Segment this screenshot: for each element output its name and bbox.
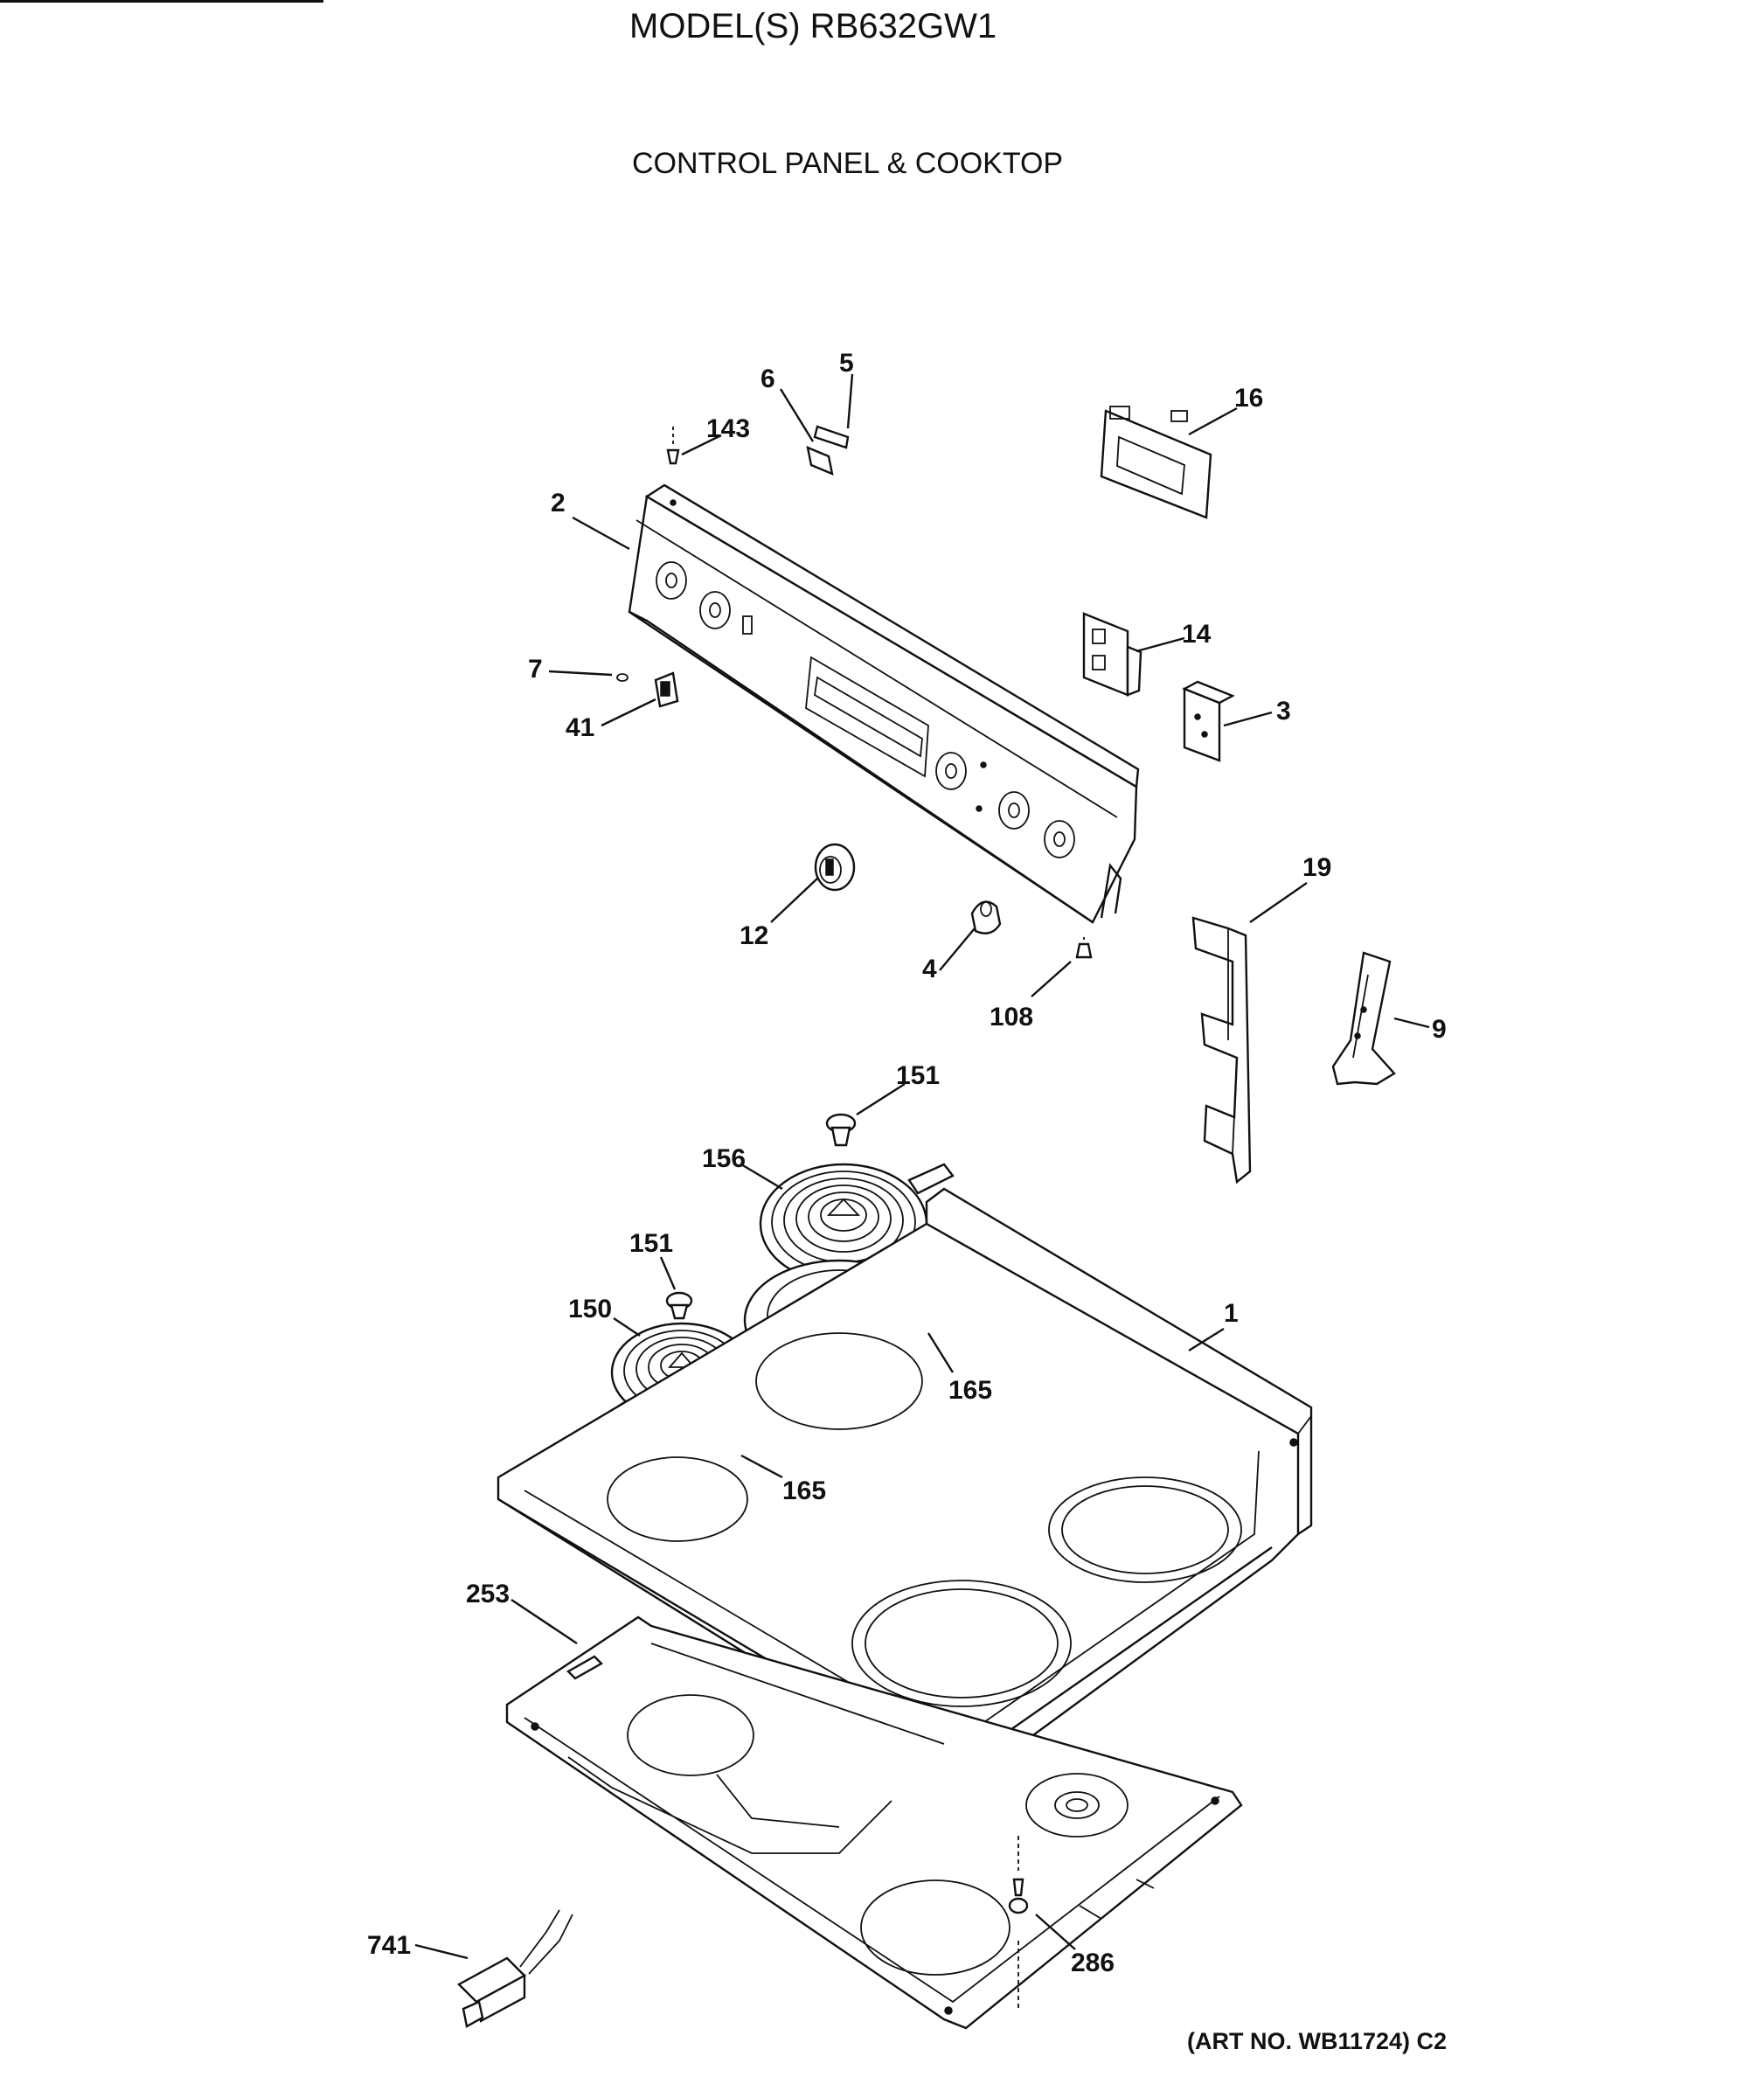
callout-741: 741	[367, 1931, 411, 1960]
backsplash-panel	[628, 483, 1140, 924]
callout-16: 16	[1234, 384, 1263, 413]
callout-108: 108	[990, 1003, 1033, 1032]
screw-143	[666, 427, 680, 465]
top-rule	[0, 0, 323, 3]
model-title: MODEL(S) RB632GW1	[629, 7, 997, 45]
indicator-41	[654, 671, 679, 708]
callout-41: 41	[566, 713, 594, 742]
callout-14: 14	[1182, 620, 1212, 649]
clip-253	[566, 1655, 603, 1680]
burner-box	[505, 1615, 1243, 2030]
leader-lines	[414, 373, 1430, 1960]
terminal-block-741	[457, 1909, 573, 2028]
knob-12	[814, 843, 856, 892]
callout-151-lower: 151	[629, 1229, 673, 1258]
callout-3: 3	[1276, 697, 1291, 726]
callout-2: 2	[551, 489, 566, 518]
callout-5: 5	[839, 349, 854, 378]
callout-19: 19	[1302, 853, 1331, 882]
callout-253: 253	[466, 1580, 510, 1608]
callout-1: 1	[1224, 1299, 1239, 1328]
callout-labels: 2 143 6 5 16 14 3 7 41 12 4 108 19 9 151…	[367, 349, 1447, 1977]
callout-286: 286	[1071, 1949, 1115, 1977]
callout-151-upper: 151	[896, 1061, 940, 1090]
art-number: (ART NO. WB11724) C2	[1187, 2028, 1448, 2054]
switch-14	[1082, 612, 1142, 697]
clock-timer-16	[1100, 406, 1212, 519]
end-cap-19	[1191, 916, 1252, 1184]
callout-12: 12	[740, 921, 768, 950]
section-title: CONTROL PANEL & COOKTOP	[632, 147, 1064, 180]
callout-6: 6	[760, 365, 775, 393]
knob-cap-151-upper	[825, 1113, 857, 1147]
callout-4: 4	[922, 955, 937, 983]
screw-286	[1008, 1836, 1029, 2011]
callout-7: 7	[528, 655, 543, 684]
switch-3	[1182, 680, 1235, 762]
callout-150: 150	[568, 1295, 612, 1323]
callout-156: 156	[702, 1144, 746, 1173]
callout-165-lower: 165	[782, 1476, 826, 1505]
lens-7	[616, 673, 629, 682]
knob-4	[970, 900, 1002, 934]
end-cap-9	[1331, 951, 1396, 1086]
callout-9: 9	[1432, 1015, 1447, 1044]
callout-143: 143	[706, 414, 750, 443]
main-top-1	[497, 1187, 1313, 1789]
bracket-5-6	[806, 425, 850, 476]
knob-cap-151-lower	[665, 1291, 693, 1320]
callout-165-upper: 165	[948, 1376, 992, 1405]
clip-108	[1075, 937, 1093, 959]
